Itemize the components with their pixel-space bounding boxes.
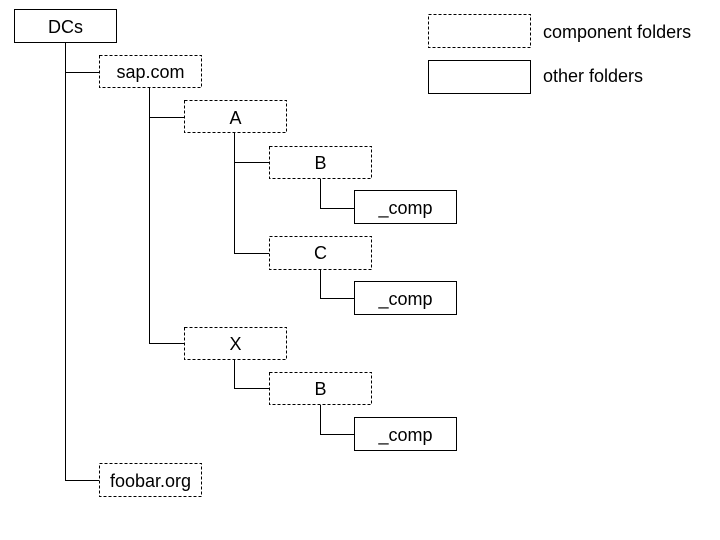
node-a-c-label: C [314,243,327,263]
connector-dcs-to-foobar [65,72,99,481]
connector-a-c-to-comp [320,270,354,299]
node-a-c-comp: _comp [354,281,457,315]
node-a: A [184,100,287,133]
node-x-b-comp-box [354,417,457,451]
node-root-box [14,9,117,43]
node-a-c: C [269,236,372,270]
connector-a-b-to-comp [320,179,354,209]
legend-component-swatch [428,14,531,48]
connector-dcs-to-sap [65,43,99,73]
node-sap-com: sap.com [99,55,202,88]
node-x-b-box [269,372,372,405]
node-a-box [184,100,287,133]
connector-sap-to-x [149,117,184,344]
node-foobar-org-label: foobar.org [110,471,191,491]
node-a-c-comp-label: _comp [377,289,432,310]
legend-other-label: other folders [543,66,643,86]
node-foobar-org-box [99,463,202,497]
node-a-b-comp-box [354,190,457,224]
legend-other-swatch [428,60,531,94]
legend-other-folders: other folders [428,60,643,94]
node-x-label: X [229,334,241,354]
node-root-dcs: DCs [14,9,117,43]
node-root-label: DCs [48,17,83,37]
node-a-b-comp-label: _comp [377,198,432,219]
tree-connectors [65,43,354,481]
node-x-box [184,327,287,360]
node-a-b-box [269,146,372,179]
node-sap-com-label: sap.com [116,62,184,82]
node-x-b: B [269,372,372,405]
connector-a-to-c [234,162,269,254]
node-a-c-box [269,236,372,270]
node-x-b-comp: _comp [354,417,457,451]
node-a-b-label: B [314,153,326,173]
connector-x-b-to-comp [320,405,354,435]
node-x-b-label: B [314,379,326,399]
node-a-c-comp-box [354,281,457,315]
node-foobar-org: foobar.org [99,463,202,497]
legend-component-label: component folders [543,22,691,42]
node-a-label: A [229,108,241,128]
legend: component folders other folders [428,14,691,94]
connector-sap-to-a [149,88,184,118]
node-a-b-comp: _comp [354,190,457,224]
node-sap-com-box [99,55,202,88]
connector-a-to-b [234,133,269,163]
node-x: X [184,327,287,360]
node-a-b: B [269,146,372,179]
legend-component-folders: component folders [428,14,691,48]
node-x-b-comp-label: _comp [377,425,432,446]
connector-x-to-b [234,360,269,389]
